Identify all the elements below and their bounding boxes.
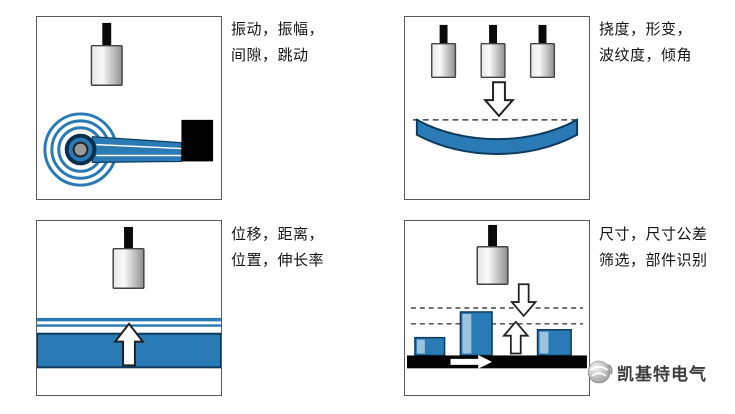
brand-text: 凯基特电气 — [617, 364, 707, 385]
brand-watermark: 凯基特电气 — [586, 358, 707, 386]
up-arrow-icon — [113, 322, 145, 367]
conveyor-belt-icon — [407, 355, 587, 369]
sensor-probe-icon — [476, 224, 509, 286]
part-block-small — [414, 336, 446, 357]
caption-deflection: 挠度，形变， 波纹度，倾角 — [599, 20, 693, 65]
panel-deflection — [404, 16, 590, 200]
sensor-probe-icon — [90, 22, 123, 86]
part-block-tall — [459, 311, 493, 357]
caption-displacement: 位移，距离， 位置，伸长率 — [231, 225, 325, 270]
down-arrow-icon — [509, 283, 538, 318]
vibration-diagram — [43, 22, 214, 187]
up-arrow-icon — [501, 320, 530, 355]
caption-dimension: 尺寸，尺寸公差 筛选，部件识别 — [599, 225, 708, 270]
panel-vibration — [36, 16, 222, 200]
caption-vibration: 振动，振幅， 间隙，跳动 — [231, 20, 325, 65]
panel-dimension — [404, 220, 590, 396]
clamp-block-icon — [181, 119, 214, 162]
down-arrow-icon — [482, 81, 516, 118]
brand-logo-icon — [587, 360, 613, 384]
sensor-probe-icon — [112, 226, 145, 289]
sensor-probe-icon — [431, 24, 457, 79]
displacement-diagram — [37, 226, 221, 369]
sensor-probe-icon — [480, 24, 506, 79]
sensor-probe-icon — [529, 24, 556, 79]
deflection-diagram — [412, 24, 582, 155]
panel-displacement — [36, 220, 222, 396]
part-block-medium — [536, 329, 572, 357]
right-arrow-icon — [450, 354, 493, 369]
target-position-line — [37, 317, 221, 322]
coiled-strip-icon — [43, 112, 214, 187]
bent-beam-icon — [415, 118, 579, 155]
dimension-diagram — [407, 224, 587, 369]
